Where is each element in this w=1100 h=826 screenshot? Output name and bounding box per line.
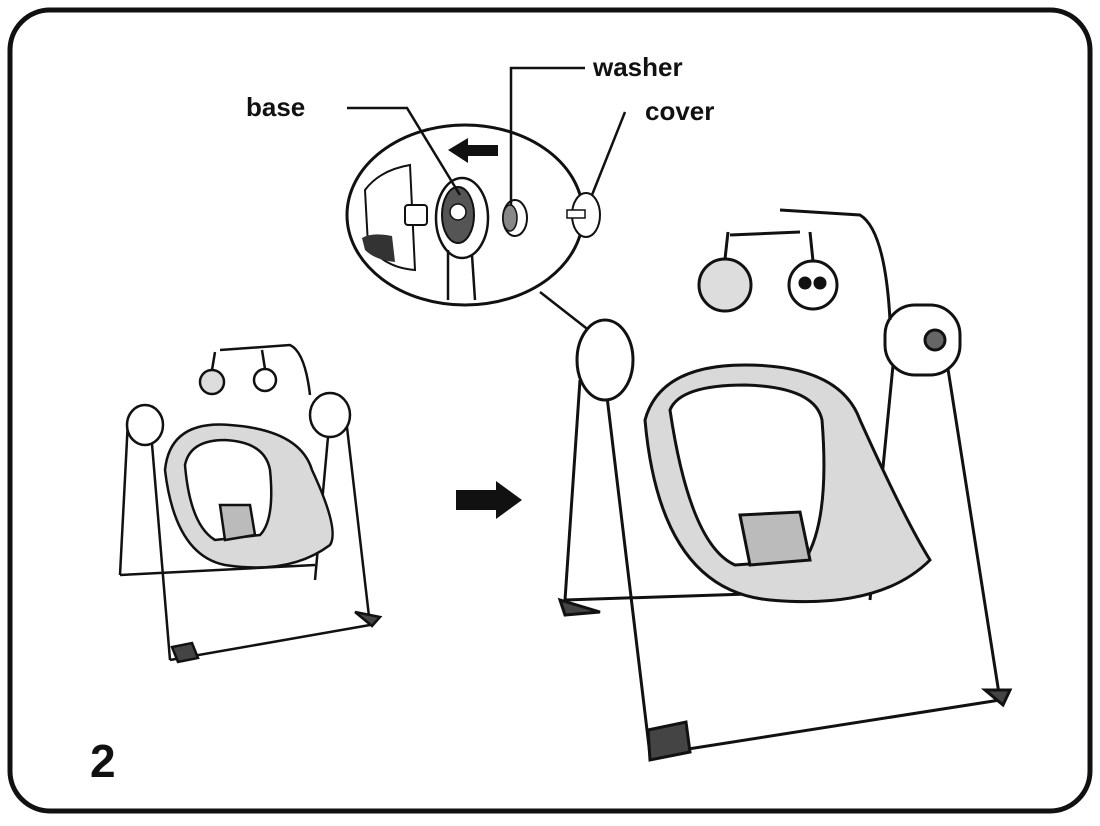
step-number: 2 [90, 735, 116, 787]
panel-border [7, 7, 1093, 814]
label-base: base [246, 92, 306, 122]
cover-part [566, 192, 601, 238]
detail-callout [345, 123, 601, 307]
arrow-right-icon [456, 481, 522, 519]
label-cover: cover [645, 96, 715, 126]
swing-before [118, 343, 383, 664]
leader-lines [347, 66, 627, 336]
washer-part [502, 199, 528, 237]
label-washer: washer [593, 52, 683, 82]
base-part [434, 176, 490, 301]
arrow-left-icon [448, 138, 498, 163]
swing-after [557, 208, 1013, 762]
